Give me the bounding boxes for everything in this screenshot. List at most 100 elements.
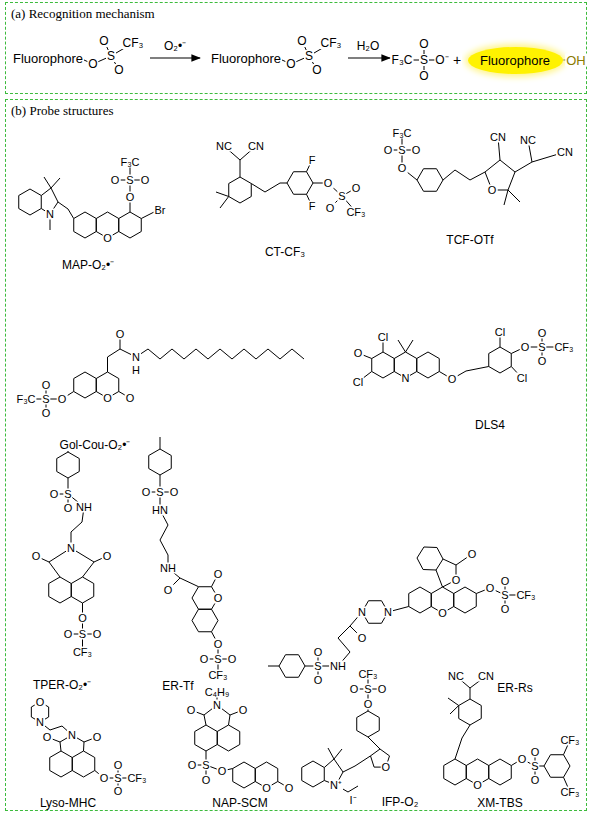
structure-label: O [238,705,249,716]
bond-line [406,340,414,352]
structure-label: F₃C [391,54,414,66]
structure-label: S [106,50,116,62]
structure-label: O [99,773,110,784]
structure-label: CF₃ [357,669,378,680]
structure-label: S [537,342,546,353]
structure-label: O [296,35,307,47]
bond-line [504,190,508,205]
structure-label: NH [159,563,177,574]
structure-label: O [261,783,272,794]
structure-label: O [451,575,462,586]
dashed-panel: (b) Probe structures [5,99,587,811]
bond-line [489,759,512,785]
structure-label: O [92,629,103,640]
bond-line [19,189,42,215]
structure-label: O [500,576,511,587]
bond-line [448,698,459,706]
fluorophore-ellipse: Fluorophore [468,47,563,74]
structure-label: O [140,175,151,186]
probe-name: XM-TBS [476,797,523,809]
panel-heading: (a) Recognition mechanism [11,6,155,22]
structure-label: O [467,549,478,560]
structure-label: O [49,489,60,500]
bond-line [417,169,443,192]
structure-label: O [383,145,394,156]
structure-label: O [353,348,364,359]
bond-line [368,737,380,749]
structure-label: O [213,593,224,604]
structure-label: O [311,64,322,76]
structure-label: + [452,53,462,67]
structure-label: S [419,54,429,66]
structure-label: S [313,661,322,672]
structure-label: O [397,163,408,174]
structure-label: O [125,192,136,203]
bond-line [160,437,161,449]
structure-label: O [63,629,74,640]
structure-label: O [285,58,296,70]
structure-label: O [141,487,152,498]
structure-label: O [115,329,126,340]
bond-line [470,688,471,699]
structure-label: F₃C [391,128,412,139]
bond-line [192,609,218,632]
structure-label: O [437,608,448,619]
bond-line [450,706,459,715]
probe-name: CT-CF₃ [264,246,306,258]
structure-label: O [377,684,388,695]
structure-label: O [313,675,324,686]
structure-label: I⁻ [348,795,357,806]
bond-line [216,192,229,197]
node-text: Fluorophore [480,53,550,68]
structure-label: O [284,783,295,794]
structure-label: CN [247,141,265,152]
structure-label: NC [447,671,465,682]
structure-label: H₂O [356,40,381,52]
structure-label: N [401,373,411,384]
structure-label: Br [154,205,167,216]
structure-label: O [530,747,541,758]
structure-label: O [485,583,496,594]
bond-line [195,725,218,751]
probe-name: ER-Tf [161,680,194,692]
structure-label: N [357,607,367,618]
structure-label: S [363,684,372,695]
bond-line [443,170,485,180]
structure-label: O₂•⁻ [163,40,187,52]
structure-label: O [186,705,197,716]
probe-name: TPER-O₂•⁻ [32,679,92,691]
structure-label: H [131,365,141,376]
structure-label: Cl [516,373,528,384]
structure-label: O [110,175,121,186]
bond-line [72,751,95,777]
structure-label: O [102,233,113,244]
bond-line [50,751,73,777]
structure-label: O [87,58,98,70]
structure-label: O [113,786,124,797]
structure-label: CF₃ [553,342,574,353]
structure-label: O [77,613,88,624]
bond-line [343,756,371,772]
structure-label: O [57,394,68,405]
bond-line [108,349,121,372]
structure-label: NC [519,135,537,146]
structure-label: S [201,760,210,771]
structure-label: O [213,569,224,580]
structure-label: O [113,760,124,771]
structure-label: S [337,191,346,202]
structure-label: S [63,489,72,500]
bond-line [409,587,432,613]
structure-label: CF₃ [126,773,147,784]
structure-label: O [92,732,103,743]
structure-label: N [45,209,55,220]
structure-label: F [308,201,317,212]
bond-line [328,748,334,759]
structure-label: O [411,145,422,156]
structure-label: O [199,654,210,665]
structure-label: O [472,780,483,791]
bond-line [229,177,252,203]
structure-label: HN [151,505,169,516]
structure-label: Cl [494,327,506,338]
structure-label: N [35,717,45,728]
structure-label: O [35,697,46,708]
